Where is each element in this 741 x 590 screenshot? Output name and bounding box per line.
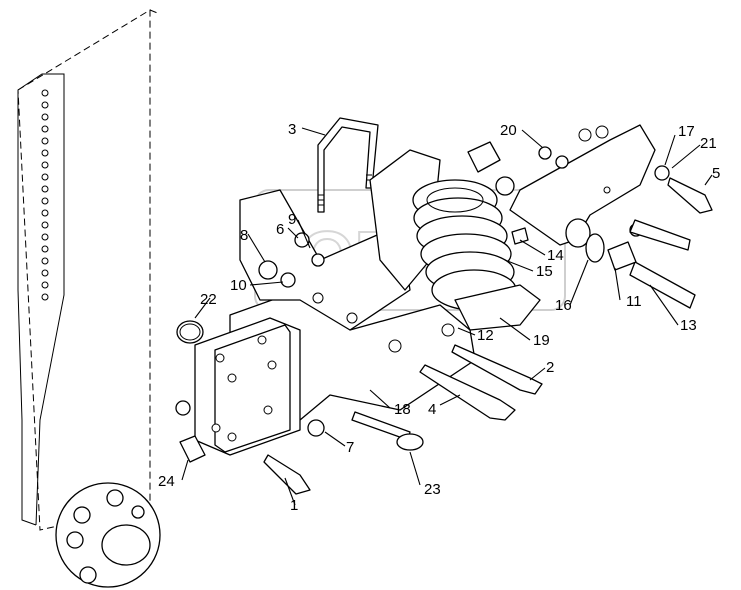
part-14-bolt [511,227,529,245]
callout-labels: 1 2 3 4 5 6 7 8 9 10 11 12 13 14 15 16 1… [158,121,720,514]
part-20-bushing [467,141,569,196]
leader-lines [181,127,713,506]
part-11-sleeve [607,241,637,271]
callout-17: 17 [678,123,695,140]
part-1-bolt [263,454,311,495]
part-4-bolt [419,364,516,421]
callout-11: 11 [626,293,642,310]
callout-1: 1 [290,497,298,514]
callout-20: 20 [500,122,517,139]
callout-8: 8 [240,227,248,244]
part-23-pin [351,411,424,451]
callout-14: 14 [547,247,564,264]
callout-3: 3 [288,121,296,138]
part-3-u-bolt [317,117,379,213]
callout-2: 2 [546,359,554,376]
callout-10: 10 [230,277,247,294]
mounting-plates [194,317,301,456]
part-5-bolt [654,165,713,214]
callout-9: 9 [288,211,296,228]
part-17-arm [509,124,656,248]
leg-holes [41,89,49,301]
callout-18: 18 [394,401,411,418]
callout-13: 13 [680,317,697,334]
part-22-ring [176,320,204,344]
part-7-nut [307,419,325,437]
part-19-support [454,284,541,331]
callout-4: 4 [428,401,436,418]
callout-5: 5 [712,165,720,182]
part-6-8-9-10-fasteners [258,232,325,288]
frame-leg [17,9,161,531]
callout-7: 7 [346,439,354,456]
callout-6: 6 [276,221,284,238]
callout-21: 21 [700,135,717,152]
part-24-bushing [175,400,206,463]
callout-19: 19 [533,332,550,349]
part-13-pin [629,219,696,309]
wheel-hub [55,482,161,588]
callout-15: 15 [536,263,553,280]
part-16-ring [585,233,605,263]
callout-22: 22 [200,291,217,308]
callout-24: 24 [158,473,175,490]
callout-12: 12 [477,327,494,344]
callout-23: 23 [424,481,441,498]
part-15-spring [412,179,517,311]
callout-16: 16 [555,297,572,314]
part-2-bolt [451,344,543,395]
